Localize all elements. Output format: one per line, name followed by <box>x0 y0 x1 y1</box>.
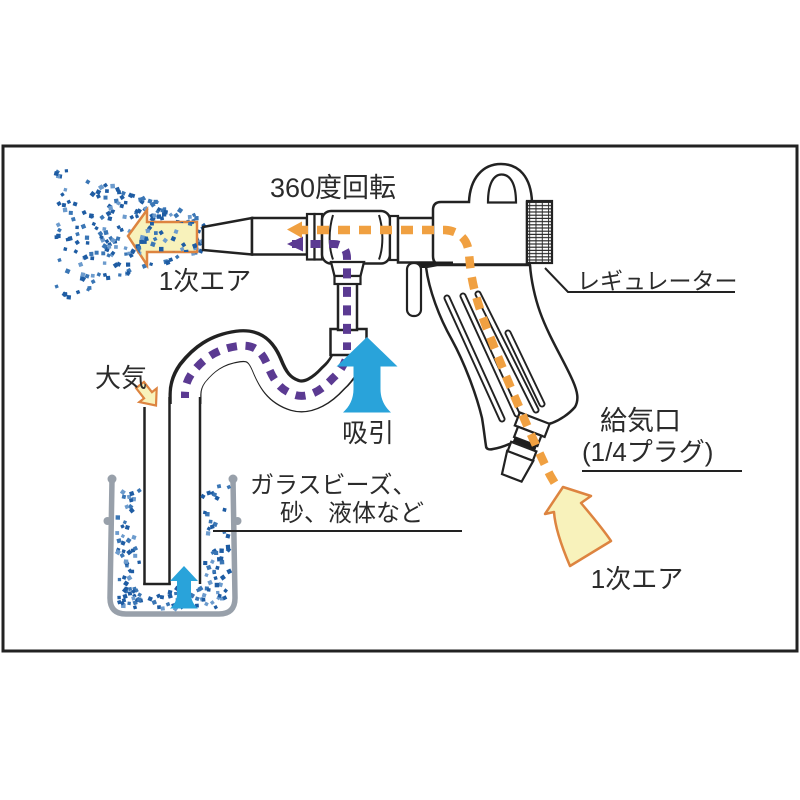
label-regulator: レギュレーター <box>577 268 738 294</box>
regulator-knob <box>525 199 554 265</box>
suction-flow-line <box>292 240 351 350</box>
suction-flow-arrowhead-icon <box>287 236 303 252</box>
trigger <box>405 261 423 318</box>
suction-flow-line-hose <box>181 341 354 400</box>
compressed-air-arrowhead-icon <box>287 221 302 238</box>
primary-air-arrow-icon <box>126 206 199 270</box>
label-primary-air-left: 1次エア <box>159 266 251 296</box>
label-inlet-2: (1/4プラグ) <box>582 437 713 467</box>
grip-slots <box>443 290 546 423</box>
label-inlet-1: 給気口 <box>600 406 681 436</box>
label-atmosphere: 大気 <box>95 363 147 393</box>
media-suction-arrow-icon <box>170 566 198 609</box>
pickup-tube <box>143 397 202 586</box>
media-container <box>103 474 242 617</box>
hang-ring-icon <box>486 173 518 204</box>
primary-air-supply-arrow-icon <box>543 485 613 568</box>
gun-body <box>405 162 554 318</box>
label-suction: 吸引 <box>342 418 394 448</box>
label-rotation: 360度回転 <box>270 173 396 203</box>
regulator-leader-line <box>544 267 735 293</box>
atmosphere-arrow-icon <box>134 380 158 407</box>
label-primary-air-bottom: 1次エア <box>591 564 683 594</box>
label-media-2: 砂、液体など <box>280 500 424 527</box>
compressed-air-flow-line <box>296 225 561 490</box>
suction-arrow-icon <box>336 337 398 413</box>
label-media-1: ガラスビーズ、 <box>250 472 416 499</box>
